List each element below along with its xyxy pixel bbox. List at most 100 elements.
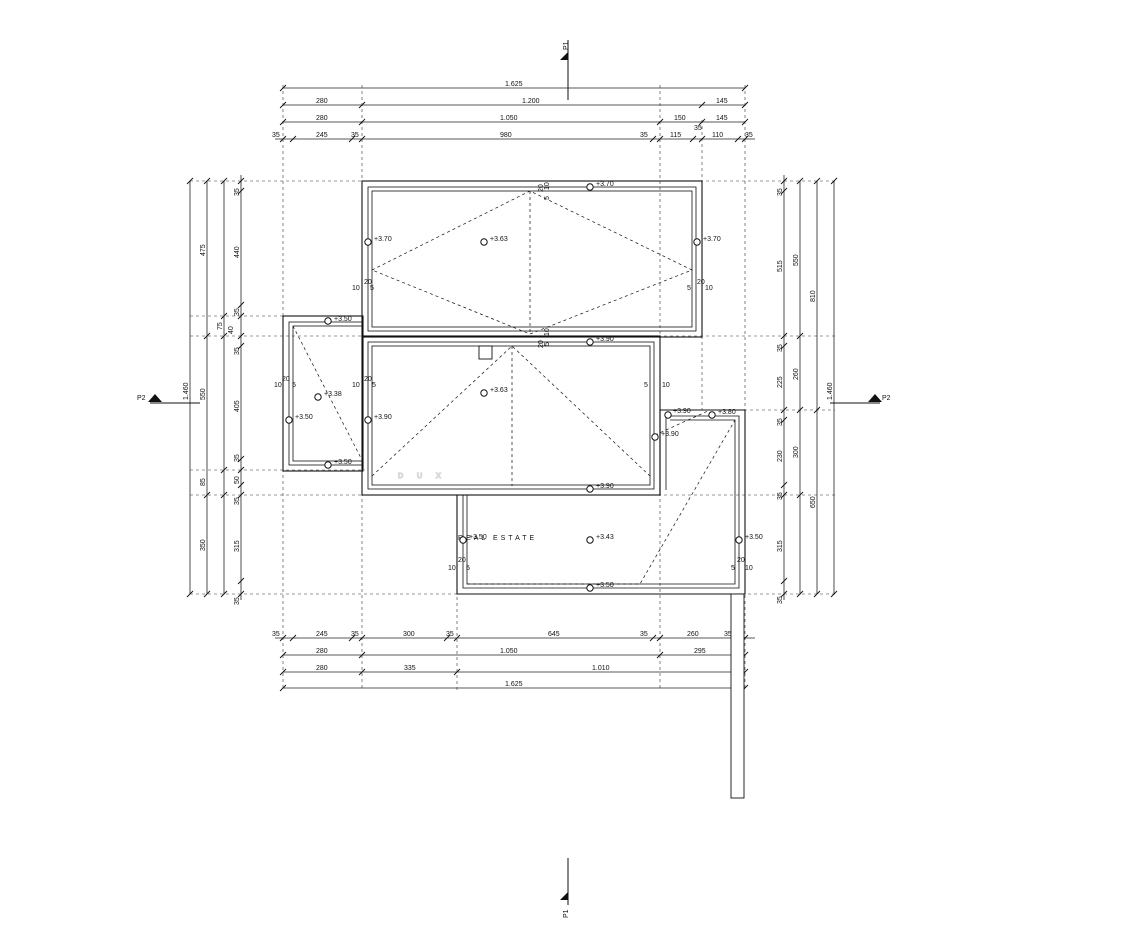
dim-left-inner-j: 35 xyxy=(234,497,241,505)
section-label-p2-right: P2 xyxy=(882,395,891,402)
elev-point: +3.43 xyxy=(586,534,614,544)
dim-right-inner-c: 35 xyxy=(777,344,784,352)
svg-text:+3.50: +3.50 xyxy=(745,534,763,541)
dim-bot-r3-b: 335 xyxy=(404,665,416,672)
svg-text:5: 5 xyxy=(372,382,376,389)
dim-left-mid-b: 550 xyxy=(200,388,207,400)
dim-top-r3-d: 145 xyxy=(716,115,728,122)
dim-right-inner2-a: 550 xyxy=(793,254,800,266)
lower-wing-roof xyxy=(456,409,746,799)
svg-text:20: 20 xyxy=(538,340,545,348)
svg-text:+3.90: +3.90 xyxy=(374,414,392,421)
dim-left-inner-i: 50 xyxy=(234,476,241,484)
svg-text:+3.63: +3.63 xyxy=(490,236,508,243)
svg-text:20: 20 xyxy=(697,279,705,286)
svg-text:20: 20 xyxy=(364,376,372,383)
svg-text:10: 10 xyxy=(352,285,360,292)
svg-text:+3.90: +3.90 xyxy=(661,431,679,438)
elev-point: +3.70 xyxy=(364,236,392,246)
dim-left-inner-f: 35 xyxy=(234,347,241,355)
elev-point: +3.50 xyxy=(324,459,352,469)
dim-right-inner2-b: 260 xyxy=(793,368,800,380)
dim-top-r3-c: 150 xyxy=(674,115,686,122)
right-dimension-chains: 1.460 810 650 550 260 300 35 515 35 225 … xyxy=(777,175,838,604)
elev-point: +3.70 xyxy=(586,181,614,191)
svg-text:+3.70: +3.70 xyxy=(703,236,721,243)
dim-top-r2-c: 145 xyxy=(716,98,728,105)
dim-right-inner-a: 35 xyxy=(777,188,784,196)
section-arrow-p2-left xyxy=(148,394,162,402)
section-label-p2-left: P2 xyxy=(137,395,146,402)
dim-top-total: 1.625 xyxy=(505,81,523,88)
dim-top-r2-b: 1.200 xyxy=(522,98,540,105)
dim-bot-r1-a: 35 xyxy=(272,631,280,638)
dim-bot-r1-c: 35 xyxy=(351,631,359,638)
upper-wing-roof xyxy=(361,180,703,338)
dim-right-inner-d: 225 xyxy=(777,376,784,388)
elev-point: +3.90 xyxy=(586,483,614,493)
svg-text:20: 20 xyxy=(364,279,372,286)
dim-bot-r1-b: 245 xyxy=(316,631,328,638)
dim-left-mid-c: 85 xyxy=(200,478,207,486)
eave-dimensions: 10 5 20 10 5 20 5 10 20 10 5 20 5 10 10 … xyxy=(274,182,753,572)
dim-bot-r1-f: 645 xyxy=(548,631,560,638)
dim-top-r3-b: 1.050 xyxy=(500,115,518,122)
svg-text:10: 10 xyxy=(745,565,753,572)
svg-text:+3.50: +3.50 xyxy=(596,582,614,589)
dim-top-r4-d: 980 xyxy=(500,132,512,139)
svg-text:+3.50: +3.50 xyxy=(334,316,352,323)
downpipe-post xyxy=(730,593,745,799)
dim-right-inner2-c: 300 xyxy=(793,446,800,458)
dim-right-inner-i: 35 xyxy=(777,596,784,604)
dim-top-r4-b: 245 xyxy=(316,132,328,139)
left-wing-roof xyxy=(282,315,364,472)
top-dimension-chains: 1.625 280 1.200 145 280 1.050 150 145 35… xyxy=(272,81,755,143)
dim-bot-r1-g: 35 xyxy=(640,631,648,638)
svg-text:+3.50: +3.50 xyxy=(334,459,352,466)
svg-text:10: 10 xyxy=(705,285,713,292)
dim-left-inner-b: 440 xyxy=(234,246,241,258)
dim-right-inner-b: 515 xyxy=(777,260,784,272)
svg-text:10: 10 xyxy=(544,182,551,190)
dim-bot-r3-c: 1.010 xyxy=(592,665,610,672)
dim-bot-r1-d: 300 xyxy=(403,631,415,638)
svg-text:+3.70: +3.70 xyxy=(596,181,614,188)
dim-top-r4-e: 35 xyxy=(640,132,648,139)
elev-point: +3.80 xyxy=(708,409,736,419)
svg-text:+3.38: +3.38 xyxy=(324,391,342,398)
svg-text:5: 5 xyxy=(644,382,648,389)
middle-wing-roof xyxy=(361,335,661,496)
elev-point: +3.50 xyxy=(735,534,763,544)
dim-bot-r3-a: 280 xyxy=(316,665,328,672)
svg-text:+3.43: +3.43 xyxy=(596,534,614,541)
svg-text:20: 20 xyxy=(538,184,545,192)
dim-bot-r2-a: 280 xyxy=(316,648,328,655)
dim-right-inner-h: 315 xyxy=(777,540,784,552)
svg-text:5: 5 xyxy=(466,565,470,572)
elev-point: +3.38 xyxy=(314,391,342,401)
svg-text:+3.90: +3.90 xyxy=(596,336,614,343)
watermark-subtitle: REAL ESTATE xyxy=(458,535,537,542)
dim-left-inner-e: 40 xyxy=(228,326,235,334)
dim-left-inner-a: 35 xyxy=(234,188,241,196)
dim-top-r4-c: 35 xyxy=(351,132,359,139)
dim-top-r4-h: 110 xyxy=(712,132,723,139)
dim-bot-r1-h: 260 xyxy=(687,631,699,638)
svg-text:5: 5 xyxy=(370,285,374,292)
dim-left-inner-c: 35 xyxy=(234,308,241,316)
svg-text:20: 20 xyxy=(458,557,466,564)
elev-point: +3.70 xyxy=(693,236,721,246)
section-label-p1-top: P1 xyxy=(563,41,570,50)
section-arrow-p2-right xyxy=(868,394,882,402)
elev-point: +3.50 xyxy=(586,582,614,592)
dim-right-mid-b: 650 xyxy=(810,496,817,508)
elevation-points: +3.70 +3.63 +3.70 +3.70 +3.90 +3.63 +3.9… xyxy=(285,181,763,592)
svg-text:10: 10 xyxy=(352,382,360,389)
watermark-brand: DUX xyxy=(398,473,455,480)
elev-point: +3.50 xyxy=(324,316,352,325)
bottom-dimension-chains: 35 245 35 300 35 645 35 260 35 280 1.050… xyxy=(272,631,755,692)
dim-left-inner-k: 315 xyxy=(234,540,241,552)
svg-text:10: 10 xyxy=(544,328,551,336)
svg-text:10: 10 xyxy=(662,382,670,389)
